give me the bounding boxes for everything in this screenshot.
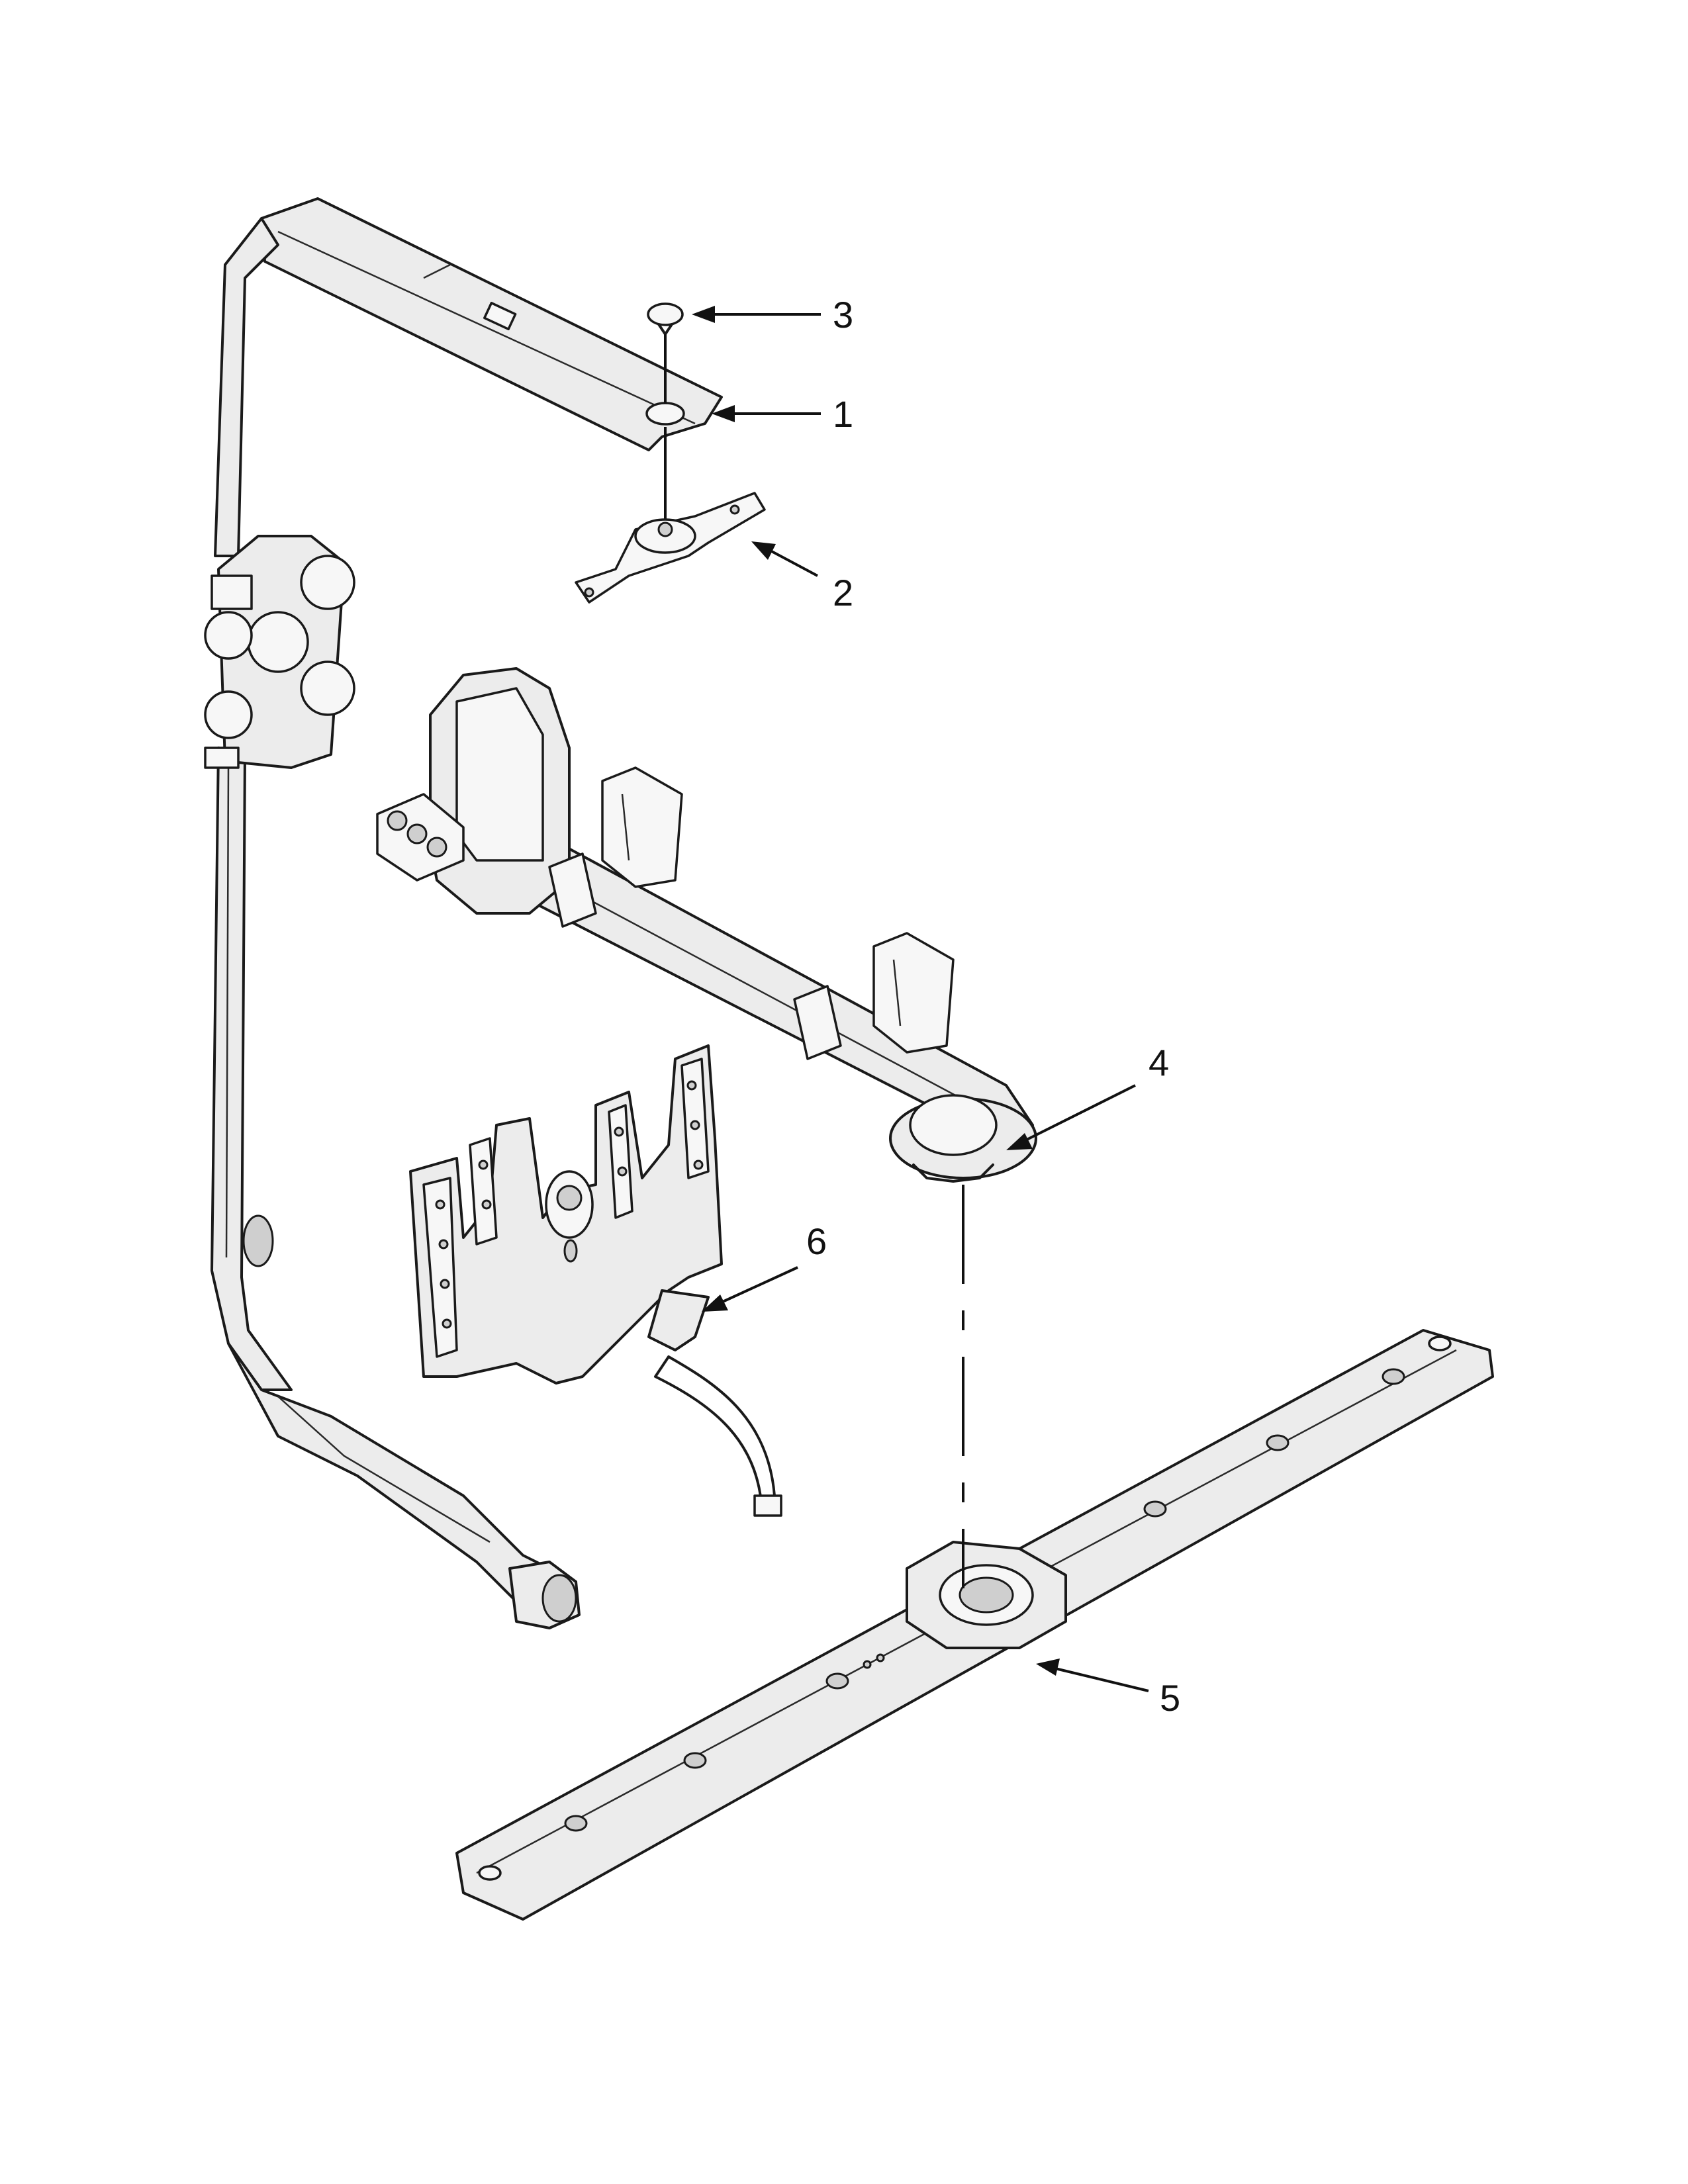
callouts: 3 1 2 4 6 5 bbox=[692, 294, 1180, 1719]
cap bbox=[647, 302, 684, 336]
spray-arm-holes bbox=[564, 1368, 1405, 1832]
callout-label-5: 5 bbox=[1160, 1677, 1180, 1719]
callout-3: 3 bbox=[692, 294, 853, 336]
callout-label-2: 2 bbox=[833, 572, 853, 614]
callout-1: 1 bbox=[712, 393, 853, 435]
callout-6: 6 bbox=[702, 1220, 827, 1312]
callout-4: 4 bbox=[1006, 1042, 1169, 1150]
manifold-clip bbox=[204, 535, 355, 769]
callout-label-4: 4 bbox=[1149, 1042, 1169, 1083]
spray-deflector bbox=[409, 1044, 782, 1517]
spray-arm-manifold bbox=[376, 667, 1037, 1183]
upper-spray-arm-tube-end bbox=[483, 302, 685, 426]
nozzle-holes bbox=[435, 1080, 704, 1329]
callout-label-3: 3 bbox=[833, 294, 853, 336]
mounting-bracket bbox=[575, 492, 766, 604]
callout-2: 2 bbox=[751, 541, 853, 614]
lower-spray-arm bbox=[455, 1329, 1494, 1921]
callout-label-6: 6 bbox=[806, 1220, 827, 1262]
callout-label-1: 1 bbox=[833, 393, 853, 435]
callout-5: 5 bbox=[1036, 1659, 1180, 1719]
